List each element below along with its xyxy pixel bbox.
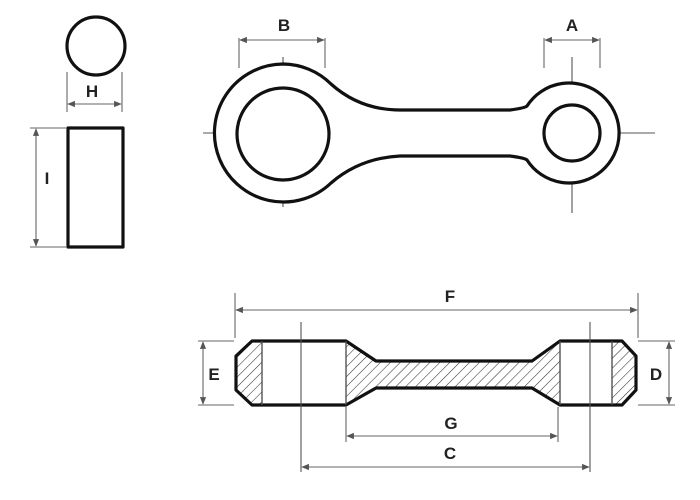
dim-label-g: G xyxy=(444,414,457,433)
dim-label-i: I xyxy=(45,169,50,188)
dim-label-h: H xyxy=(86,82,98,101)
dim-label-f: F xyxy=(445,287,455,306)
dim-label-b: B xyxy=(278,16,290,35)
wrist-pin-top-view: H xyxy=(65,15,127,112)
small-end-bore xyxy=(542,103,602,163)
connecting-rod-top-view: B A xyxy=(203,16,655,213)
web-section xyxy=(345,339,561,407)
dim-label-e: E xyxy=(208,365,219,384)
connecting-rod-section-view: F E D G C xyxy=(198,287,675,472)
big-end-bore xyxy=(235,86,331,182)
wrist-pin-side-view: I xyxy=(30,126,125,249)
wrist-pin-circle xyxy=(65,15,127,77)
wrist-pin-rect xyxy=(66,126,125,249)
dim-label-c: C xyxy=(444,444,456,463)
dim-label-d: D xyxy=(650,365,662,384)
rod-section-outline xyxy=(234,339,638,407)
dim-label-a: A xyxy=(566,16,578,35)
